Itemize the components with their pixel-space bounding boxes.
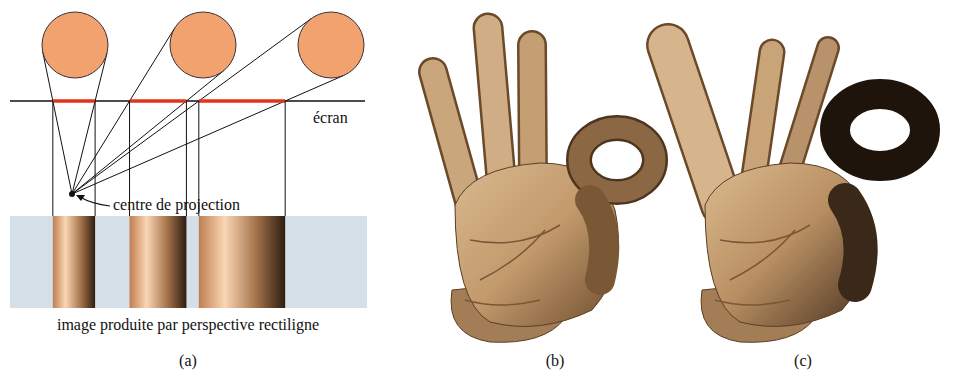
projection-centre <box>69 191 75 197</box>
panel-label: (a) <box>179 352 197 370</box>
screen-projection <box>53 99 95 103</box>
screen-label: écran <box>313 109 348 127</box>
projected-band <box>53 216 95 308</box>
screen-projection <box>130 99 187 103</box>
panel-label: (c) <box>794 352 812 370</box>
projection-ray <box>72 75 344 194</box>
sphere <box>42 12 108 78</box>
projection-ray <box>72 18 311 194</box>
panel-label: (b) <box>546 352 565 370</box>
strip-caption: image produite par perspective rectilign… <box>57 316 319 334</box>
projection-diagram <box>10 12 367 308</box>
drop-line <box>285 101 286 216</box>
projected-band <box>130 216 187 308</box>
projection-ray <box>72 28 175 194</box>
arrow-head <box>76 195 85 201</box>
sphere <box>298 12 364 78</box>
projection-ray <box>72 71 224 194</box>
hand-illustration <box>668 45 925 342</box>
hand-illustration <box>433 28 655 342</box>
drop-line <box>95 101 96 216</box>
drop-line <box>52 101 53 216</box>
sphere <box>170 12 236 78</box>
projected-band <box>199 216 285 308</box>
image-strip <box>10 216 367 308</box>
screen-projection <box>199 99 285 103</box>
centre-label: centre de projection <box>113 196 240 214</box>
